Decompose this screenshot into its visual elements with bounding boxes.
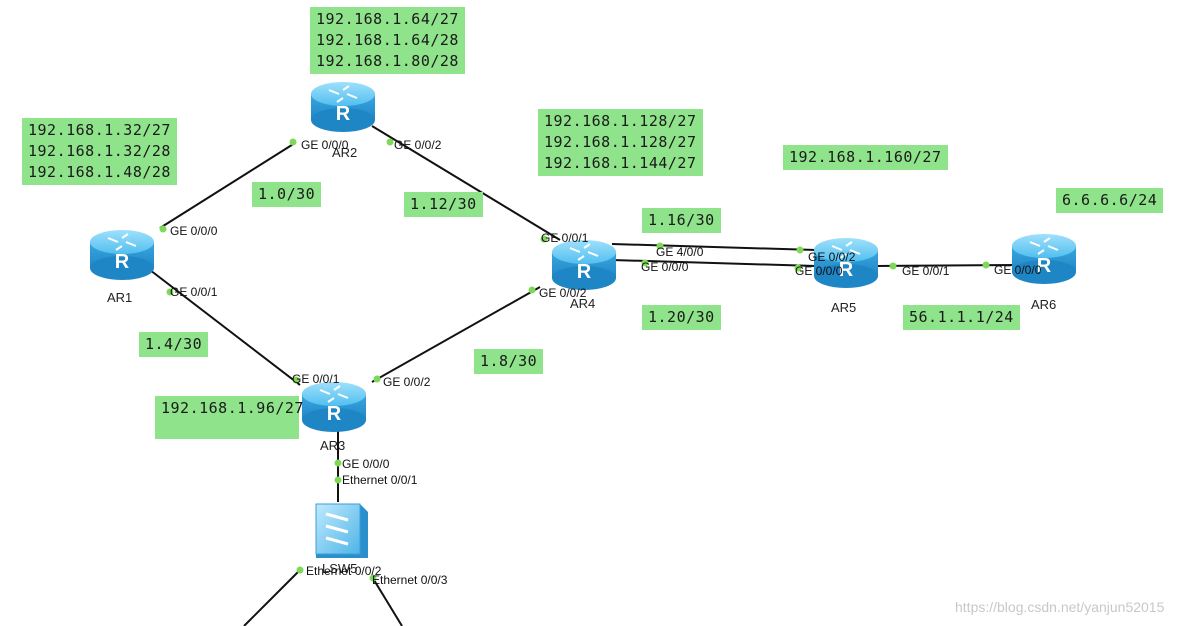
note-ar6-subnet: 6.6.6.6/24 (1056, 188, 1164, 213)
port-label: GE 0/0/1 (170, 285, 218, 299)
note-ar5-subnet: 192.168.1.160/27 (783, 145, 948, 170)
port-label: GE 0/0/1 (541, 231, 589, 245)
device-label-ar6: AR6 (1031, 297, 1057, 312)
port-label: GE 0/0/2 (539, 286, 587, 300)
port-dot (528, 286, 536, 294)
port-label: GE 0/0/1 (902, 264, 950, 278)
port-dot (289, 138, 297, 146)
port-dot (796, 246, 804, 254)
port-dot (373, 375, 381, 383)
port-dot (166, 288, 174, 296)
port-dot (889, 262, 897, 270)
note-ar4-subnets: 192.168.1.128/27 192.168.1.128/27 192.16… (538, 109, 703, 176)
note-ar1-subnets: 192.168.1.32/27 192.168.1.32/28 192.168.… (22, 118, 177, 185)
port-label: GE 0/0/0 (795, 264, 843, 278)
device-label-lsw5: LSW5 (322, 561, 358, 576)
port-dot (386, 138, 394, 146)
note-ar3-subnet: 192.168.1.96/27 (155, 396, 303, 439)
port-dot (334, 476, 342, 484)
port-label: GE 0/0/0 (342, 457, 390, 471)
port-label: GE 0/0/0 (301, 138, 349, 152)
note-ar2-subnets: 192.168.1.64/27 192.168.1.64/28 192.168.… (310, 7, 465, 74)
device-label-ar3: AR3 (320, 438, 346, 453)
device-label-ar1: AR1 (107, 290, 133, 305)
port-dot (794, 264, 802, 272)
port-label: GE 0/0/2 (383, 375, 431, 389)
link-ar2-ar4[interactable] (371, 125, 561, 241)
note-link-ar5-ar6: 56.1.1.1/24 (903, 305, 1020, 330)
link-ar1-ar3[interactable] (149, 269, 301, 386)
port-dot (334, 459, 342, 467)
note-link-ar1-ar2: 1.0/30 (252, 182, 322, 207)
router-ar4-icon[interactable] (551, 239, 617, 291)
device-label-ar4: AR4 (570, 296, 596, 311)
port-dot (982, 261, 990, 269)
note-link-ar4-ar5-b: 1.20/30 (642, 305, 721, 330)
link-lsw5-down-left[interactable] (243, 567, 303, 626)
port-label: GE 0/0/1 (292, 372, 340, 386)
router-ar2-icon[interactable] (310, 81, 376, 133)
port-label: GE 0/0/0 (994, 263, 1042, 277)
note-link-ar2-ar4: 1.12/30 (404, 192, 483, 217)
port-label: GE 0/0/2 (808, 250, 856, 264)
port-label: GE 4/0/0 (656, 245, 704, 259)
port-dot (296, 566, 304, 574)
port-dot (292, 376, 300, 384)
port-dot (540, 235, 548, 243)
router-ar1-icon[interactable] (89, 229, 155, 281)
link-ar5-ar6[interactable] (875, 264, 1015, 267)
port-label: Ethernet 0/0/2 (306, 564, 382, 578)
switch-lsw5-icon[interactable] (315, 503, 368, 558)
note-link-ar1-ar3: 1.4/30 (139, 332, 209, 357)
link-ar4-ar5-upper[interactable] (611, 243, 817, 251)
port-dot (656, 242, 664, 250)
port-dot (369, 574, 377, 582)
port-label: Ethernet 0/0/3 (372, 573, 448, 587)
port-label: GE 0/0/0 (641, 260, 689, 274)
port-label: GE 0/0/2 (394, 138, 442, 152)
note-link-ar3-ar4: 1.8/30 (474, 349, 544, 374)
link-ar1-ar2[interactable] (159, 142, 296, 229)
port-label: GE 0/0/0 (170, 224, 218, 238)
port-dot (641, 259, 649, 267)
device-label-ar2: AR2 (332, 145, 358, 160)
router-ar3-icon[interactable] (301, 381, 367, 433)
note-link-ar4-ar5-a: 1.16/30 (642, 208, 721, 233)
device-label-ar5: AR5 (831, 300, 857, 315)
port-label: Ethernet 0/0/1 (342, 473, 418, 487)
port-dot (159, 225, 167, 233)
link-ar3-ar4[interactable] (371, 286, 541, 383)
link-lsw5-down-right[interactable] (373, 579, 403, 626)
watermark: https://blog.csdn.net/yanjun52015 (955, 599, 1165, 615)
port-dots (159, 138, 990, 582)
